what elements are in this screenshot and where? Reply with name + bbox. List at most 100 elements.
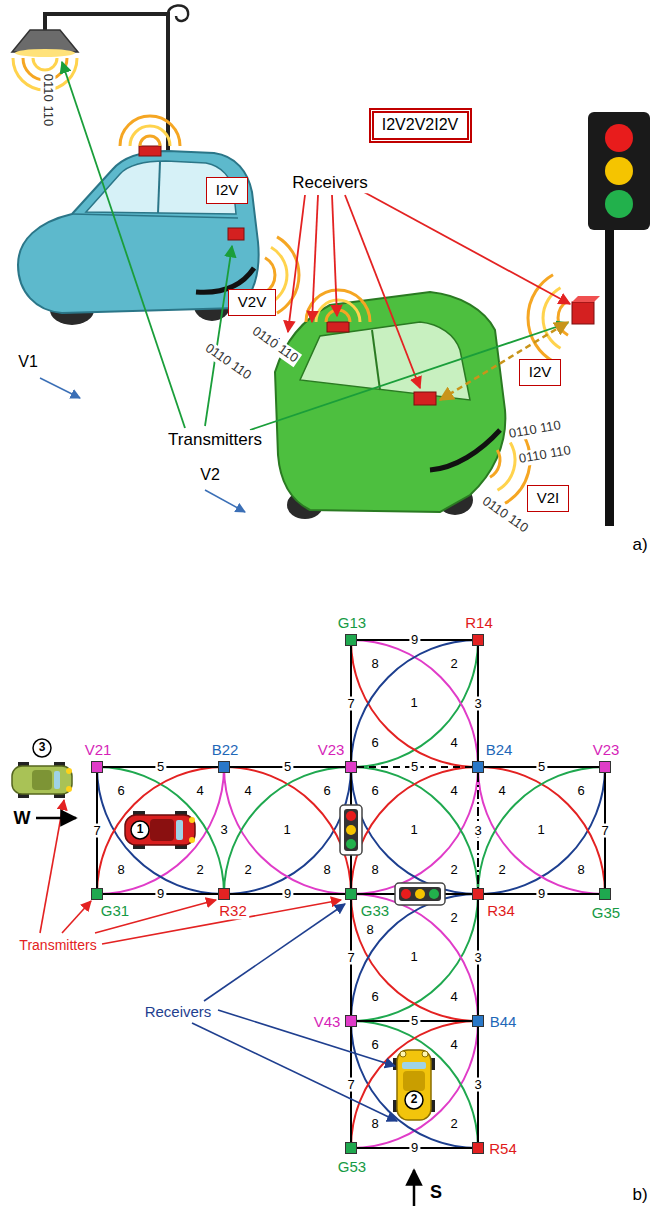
car-v1 (18, 146, 259, 325)
footprint-arc (478, 640, 669, 894)
car-number-text: 2 (411, 1093, 418, 1107)
led-label: R34 (485, 902, 517, 919)
receiver-leader (288, 195, 305, 332)
car-v2 (275, 292, 505, 512)
street-lamp (15, 49, 75, 57)
car-v2 (327, 322, 349, 332)
region-number: 9 (155, 887, 166, 902)
street-lamp (12, 30, 78, 52)
transmitter-leader (40, 800, 341, 944)
direction-letter: S (428, 1182, 444, 1203)
led-node: V23 (345, 761, 357, 773)
receiver-leader (192, 904, 397, 1121)
car-yellow (393, 1050, 435, 1120)
car-v1 (139, 146, 161, 156)
car-v2 (430, 430, 500, 470)
traffic-light (344, 809, 358, 851)
light-wave (306, 290, 370, 322)
transmitter-leader (40, 800, 64, 933)
number-circle (131, 821, 149, 839)
footprint-arc (224, 894, 478, 1148)
region-number: 3 (472, 823, 483, 838)
traffic-light (346, 825, 356, 835)
link-box: V2I (527, 485, 569, 512)
car-yellow (403, 1071, 425, 1091)
callout-text: Receivers (143, 1003, 214, 1020)
light-wave (326, 310, 350, 322)
region-number: 8 (115, 863, 126, 878)
direction-arrow (413, 1170, 416, 1206)
region-number: 7 (345, 696, 356, 711)
region-number: 1 (408, 696, 419, 711)
region-number: 8 (369, 1117, 380, 1132)
footprint-arc (0, 513, 669, 1216)
footprint-arc (351, 513, 605, 767)
region-number: 6 (575, 784, 586, 799)
transmitter-leader (62, 62, 568, 430)
led-node: G35 (599, 888, 611, 900)
region-number: 2 (194, 863, 205, 878)
transmitter-leader (62, 62, 185, 428)
region-number: 8 (369, 657, 380, 672)
car-yellow (402, 1062, 426, 1069)
led-label: G13 (336, 614, 368, 631)
region-number: 6 (115, 784, 126, 799)
led-node: R32 (218, 888, 230, 900)
traffic-light (340, 805, 445, 905)
region-number: 7 (599, 823, 610, 838)
car-number: 3 (32, 738, 52, 758)
led-label: R32 (217, 902, 249, 919)
car-red (189, 817, 195, 823)
region-number: 7 (91, 823, 102, 838)
footprint-arc (97, 767, 351, 1021)
car-red (125, 815, 195, 845)
led-node: G13 (345, 634, 357, 646)
bit-string: 0110 110 (516, 443, 574, 467)
number-circle (405, 1091, 423, 1109)
light-wave (265, 258, 275, 293)
traffic-light (605, 190, 633, 218)
region-number: 2 (448, 863, 459, 878)
transmitter-leader (95, 900, 216, 933)
region-number: 6 (369, 990, 380, 1005)
light-wave (490, 450, 500, 477)
region-number: 9 (282, 887, 293, 902)
led-node: R14 (472, 634, 484, 646)
light-wave (316, 300, 360, 322)
region-number: 3 (472, 950, 483, 965)
led-node: R34 (472, 888, 484, 900)
region-number: 9 (409, 1141, 420, 1156)
bit-string: 0110 110 (201, 340, 256, 385)
bit-string: 0110 110 (506, 418, 564, 442)
led-node: B22 (218, 761, 230, 773)
traffic-light (399, 887, 441, 901)
car-v2 (414, 392, 436, 405)
traffic-light (605, 228, 614, 526)
footprint-arc (0, 767, 224, 1021)
footprint-arc (97, 640, 351, 894)
light-wave (558, 301, 568, 336)
traffic-light (415, 889, 425, 899)
number-circle (33, 739, 51, 757)
transmitter-leader (102, 900, 341, 944)
panel-label: b) (630, 1185, 649, 1205)
footprint-arc (351, 640, 605, 894)
car-v2 (270, 292, 505, 519)
transmitter-leader (205, 246, 232, 426)
receiver-leader (312, 195, 318, 322)
bit-string: 0110 110 (478, 493, 533, 538)
car-number: 1 (130, 820, 150, 840)
link-box: I2V (519, 359, 561, 386)
led-label: G35 (590, 904, 622, 921)
light-wave (33, 58, 57, 70)
velocity-arrow (205, 490, 245, 512)
traffic-light (429, 889, 439, 899)
led-node: V43 (345, 1015, 357, 1027)
region-number: 4 (448, 736, 459, 751)
led-label: G31 (99, 902, 131, 919)
region-number: 6 (369, 784, 380, 799)
region-number: 7 (345, 1077, 356, 1092)
region-number: 6 (369, 736, 380, 751)
region-number: 1 (281, 823, 292, 838)
